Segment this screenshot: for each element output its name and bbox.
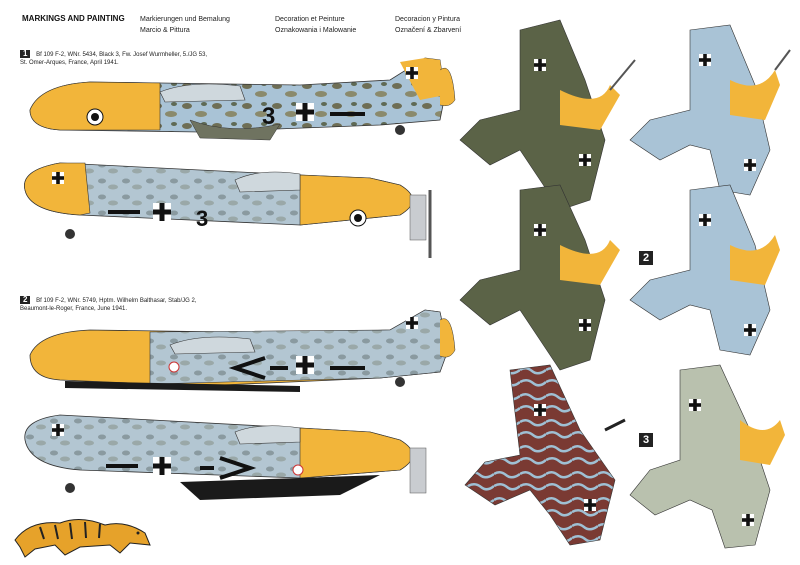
header: MARKINGS AND PAINTING Markierungen und B… <box>20 12 780 52</box>
header-col-french-polish: Decoration et Peinture Oznakowania i Mal… <box>275 16 357 34</box>
scheme3-plan-bottom <box>629 364 785 549</box>
header-col-german-italian: Markierungen und Bemalung Marcio & Pittu… <box>140 16 230 34</box>
scheme2-caption: 2 Bf 109 F-2, WNr. 5749, Hptm. Wilhelm B… <box>20 295 197 312</box>
scheme1-profile-right: 3 <box>24 162 432 258</box>
scheme3-plan-top <box>464 364 626 546</box>
header-title: MARKINGS AND PAINTING <box>22 14 125 23</box>
scheme2-plan-bottom <box>629 184 780 356</box>
scheme1-fuselage-code: 3 <box>262 103 275 130</box>
scheme1-number: 1 <box>20 50 31 58</box>
scheme1-plan-bottom <box>629 24 791 196</box>
header-col-spanish-czech: Decoracion y Pintura Označení & Zbarvení <box>395 16 462 34</box>
scheme3-badge: 3 <box>639 433 653 447</box>
scheme2-profile-right <box>24 414 427 500</box>
scheme1-caption: 1 Bf 109 F-2, WNr. 5434, Black 3, Fw. Jo… <box>20 49 208 66</box>
svg-text:3: 3 <box>196 206 208 231</box>
scheme2-number: 2 <box>20 296 31 304</box>
scheme2-plan-top <box>459 184 620 371</box>
tiger-logo <box>14 519 151 558</box>
scheme1-profile-left: 3 <box>29 57 456 141</box>
scheme1-plan-top <box>459 19 636 211</box>
scheme2-badge: 2 <box>639 251 653 265</box>
scheme2-profile-left <box>29 309 456 392</box>
